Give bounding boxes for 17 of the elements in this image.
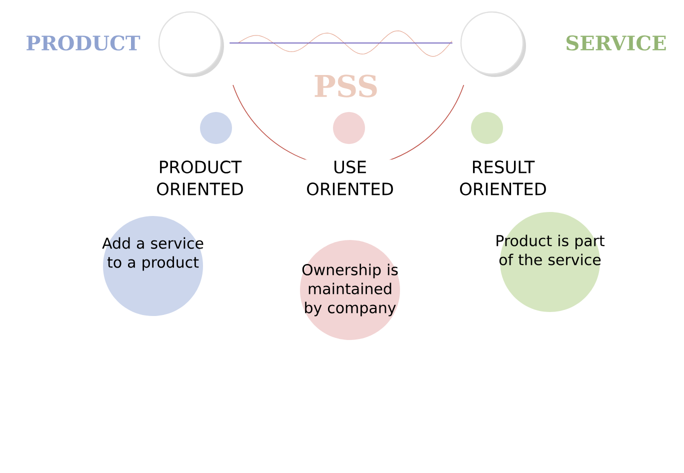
heading-text: PRODUCT ORIENTED xyxy=(144,160,256,196)
text-circle xyxy=(300,240,400,340)
circle-text: Add a service to a product xyxy=(102,237,204,271)
circle-text: Product is part of the service xyxy=(496,234,605,266)
circle xyxy=(158,11,222,75)
text-circle xyxy=(103,216,203,316)
circle xyxy=(333,112,365,144)
line xyxy=(229,42,453,44)
circle xyxy=(471,112,503,144)
heading-text: USE ORIENTED xyxy=(294,160,406,196)
title-text: PRODUCT xyxy=(26,35,140,51)
title-text: SERVICE xyxy=(566,35,666,51)
circle xyxy=(200,112,232,144)
title-text: PSS xyxy=(314,74,377,98)
heading-text: RESULT ORIENTED xyxy=(447,160,559,196)
circle-text: Ownership is maintained by company xyxy=(302,264,398,316)
circle xyxy=(460,11,524,75)
